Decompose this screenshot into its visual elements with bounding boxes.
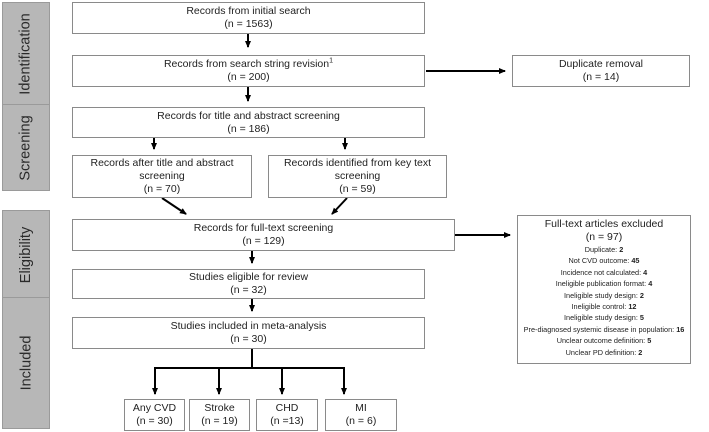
excluded-reason-value: 2 bbox=[639, 290, 644, 300]
box-outcome-mi: MI (n = 6) bbox=[325, 399, 397, 431]
excluded-reason: Ineligible study design: 5 bbox=[518, 312, 690, 323]
excluded-reason: Ineligible publication format: 4 bbox=[518, 278, 690, 289]
excluded-reason-label: Incidence not calculated: bbox=[560, 267, 642, 277]
excluded-count: (n = 97) bbox=[585, 231, 623, 243]
string-revision-label: Records from search string revision bbox=[163, 58, 330, 70]
string-revision-count: (n = 200) bbox=[227, 71, 270, 83]
excluded-reason: Unclear outcome definition: 5 bbox=[518, 335, 690, 346]
outcome-mi-count: (n = 6) bbox=[345, 415, 377, 427]
box-outcome-stroke: Stroke (n = 19) bbox=[189, 399, 250, 431]
excluded-reason-label: Unclear PD definition: bbox=[565, 347, 637, 357]
excluded-reason-value: 2 bbox=[638, 347, 643, 357]
excluded-reason-value: 5 bbox=[647, 336, 652, 346]
key-text-count: (n = 59) bbox=[339, 183, 376, 195]
excluded-reason: Ineligible study design: 2 bbox=[518, 290, 690, 301]
key-text-line2: screening bbox=[334, 170, 381, 182]
initial-search-label: Records from initial search bbox=[186, 5, 311, 17]
box-eligible: Studies eligible for review (n = 32) bbox=[72, 269, 425, 299]
excluded-reason-label: Not CVD outcome: bbox=[568, 256, 630, 266]
title-abstract-label: Records for title and abstract screening bbox=[157, 109, 340, 122]
after-screening-line1: Records after title and abstract bbox=[90, 157, 234, 169]
box-after-screening: Records after title and abstract screeni… bbox=[72, 155, 252, 198]
outcome-any-cvd-label: Any CVD bbox=[132, 402, 177, 414]
excluded-reason-label: Ineligible control: bbox=[571, 302, 627, 312]
duplicate-removal-label: Duplicate removal bbox=[558, 58, 644, 70]
duplicate-removal-count: (n = 14) bbox=[582, 71, 620, 83]
excluded-reason-value: 2 bbox=[619, 245, 624, 254]
full-text-count: (n = 129) bbox=[242, 235, 285, 247]
branch-meta-to-outcomes bbox=[152, 349, 253, 395]
eligible-label: Studies eligible for review bbox=[188, 271, 309, 283]
box-meta-analysis: Studies included in meta-analysis (n = 3… bbox=[72, 317, 425, 349]
meta-analysis-count: (n = 30) bbox=[230, 333, 267, 345]
string-revision-footnote: 1 bbox=[329, 57, 334, 65]
excluded-reason: Duplicate: 2 bbox=[518, 244, 690, 255]
after-screening-line2: screening bbox=[139, 170, 185, 182]
box-initial-search: Records from initial search (n = 1563) bbox=[72, 2, 425, 34]
excluded-reason-label: Ineligible study design: bbox=[564, 313, 638, 323]
excluded-reason-label: Ineligible publication format: bbox=[555, 279, 647, 289]
arrow-keytext-to-fulltext bbox=[331, 197, 348, 215]
stage-screening: Screening bbox=[2, 104, 50, 191]
outcome-chd-count: (n =13) bbox=[270, 415, 304, 427]
key-text-line1: Records identified from key text bbox=[283, 157, 432, 169]
box-key-text: Records identified from key text screeni… bbox=[268, 155, 447, 198]
excluded-reason-label: Unclear outcome definition: bbox=[556, 336, 646, 346]
excluded-reason-value: 16 bbox=[676, 324, 685, 334]
excluded-reason: Unclear PD definition: 2 bbox=[518, 347, 690, 358]
full-text-label: Records for full-text screening bbox=[193, 222, 334, 234]
after-screening-count: (n = 70) bbox=[143, 183, 181, 195]
excluded-reason-label: Ineligible study design: bbox=[564, 290, 638, 300]
box-full-text: Records for full-text screening (n = 129… bbox=[72, 219, 455, 251]
meta-analysis-label: Studies included in meta-analysis bbox=[170, 320, 327, 332]
box-string-revision: Records from search string revision1 (n … bbox=[72, 55, 425, 87]
arrow-to-chd bbox=[252, 367, 347, 395]
stage-identification: Identification bbox=[2, 2, 50, 105]
stage-included: Included bbox=[2, 297, 50, 429]
outcome-any-cvd-count: (n = 30) bbox=[136, 415, 173, 427]
excluded-reason: Ineligible control: 12 bbox=[518, 301, 690, 312]
title-abstract-count: (n = 186) bbox=[227, 122, 270, 135]
box-title-abstract: Records for title and abstract screening… bbox=[72, 107, 425, 138]
arrow-after-to-fulltext bbox=[161, 197, 187, 215]
excluded-reason-value: 5 bbox=[639, 313, 644, 323]
outcome-mi-label: MI bbox=[355, 402, 367, 414]
outcome-chd-label: CHD bbox=[275, 402, 299, 414]
box-outcome-any-cvd: Any CVD (n = 30) bbox=[124, 399, 185, 431]
outcome-stroke-label: Stroke bbox=[204, 402, 235, 414]
excluded-reason: Not CVD outcome: 45 bbox=[518, 255, 690, 266]
initial-search-count: (n = 1563) bbox=[224, 18, 273, 30]
outcome-stroke-count: (n = 19) bbox=[201, 415, 238, 427]
box-excluded: Full-text articles excluded (n = 97) Dup… bbox=[517, 215, 691, 364]
excluded-reason-value: 4 bbox=[648, 279, 653, 289]
excluded-reason: Pre-diagnosed systemic disease in popula… bbox=[518, 324, 690, 335]
excluded-reason-label: Pre-diagnosed systemic disease in popula… bbox=[523, 324, 675, 334]
string-revision-label-line: Records from search string revision1 bbox=[164, 58, 333, 71]
eligible-count: (n = 32) bbox=[230, 284, 267, 296]
excluded-reason: Incidence not calculated: 4 bbox=[518, 267, 690, 278]
excluded-reason-label: Duplicate: bbox=[584, 245, 618, 254]
box-duplicate-removal: Duplicate removal (n = 14) bbox=[512, 55, 690, 87]
excluded-reason-value: 12 bbox=[628, 302, 637, 312]
excluded-reason-value: 4 bbox=[643, 267, 648, 277]
excluded-title: Full-text articles excluded bbox=[544, 218, 664, 230]
excluded-reason-value: 45 bbox=[631, 256, 640, 266]
box-outcome-chd: CHD (n =13) bbox=[256, 399, 318, 431]
